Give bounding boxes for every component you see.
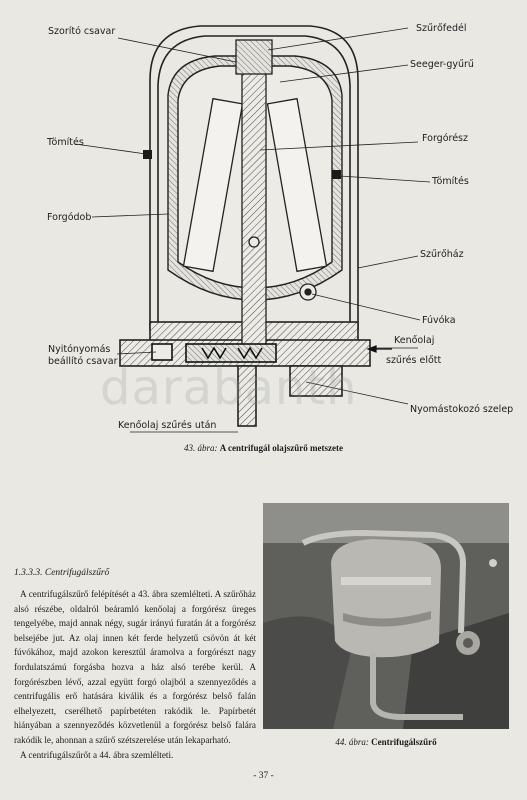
label-kenoolaj-szures-utan: Kenőolaj szűrés után [118,420,216,431]
page-number: - 37 - [253,771,274,781]
label-forgodob: Forgódob [47,212,91,223]
label-tomites-left: Tömítés [46,137,84,148]
section-heading: 1.3.3.3. Centrifugálszűrő [14,568,110,578]
figure44-caption: 44. ábra: Centrifugálszűrő [263,737,509,747]
figure43-caption-title: A centrifugál olajszűrő metszete [219,443,343,453]
label-szorito-csavar: Szorító csavar [48,26,115,37]
label-szurofedel: Szűrőfedél [416,23,466,34]
paragraph: A centrifugálszűrő felépítését a 43. ábr… [14,589,256,745]
label-fuvoka: Fúvóka [422,315,456,326]
flow-arrow-icon [366,345,392,353]
centrifugal-filter-photo [263,503,509,729]
label-beallito-csavar: beállító csavar [48,356,118,367]
figure44-caption-number: 44. ábra: [335,737,369,747]
watermark: darabanth [100,360,358,416]
paragraph: A centrifugálszűrőt a 44. ábra szemlélte… [20,749,174,760]
figure43-caption: 43. ábra: A centrifugál olajszűrő metsze… [0,443,527,453]
label-forgoresz: Forgórész [422,133,468,144]
label-tomites-right: Tömítés [431,176,469,187]
label-nyitonyomas: Nyitónyomás [48,344,110,355]
rotor-tubes [182,97,328,273]
figure44-caption-title: Centrifugálszűrő [371,737,437,747]
central-shaft [235,39,317,349]
label-szurohaz: Szűrőház [420,249,464,260]
seals [143,150,341,179]
label-szures-elott: szűrés előtt [386,355,441,366]
label-kenoolaj: Kenőolaj [394,335,434,346]
figure43-caption-number: 43. ábra: [184,443,218,453]
leader-lines [74,27,431,433]
springs [151,343,277,363]
section-body: A centrifugálszűrő felépítését a 43. ábr… [14,587,256,762]
centrifugal-filter-section-diagram: Szorító csavar Szűrőfedél Seeger-gyűrű T… [46,23,513,433]
label-seeger-gyuru: Seeger-gyűrű [410,59,474,70]
label-nyomastokozo-szelep: Nyomástokozó szelep [410,404,513,415]
